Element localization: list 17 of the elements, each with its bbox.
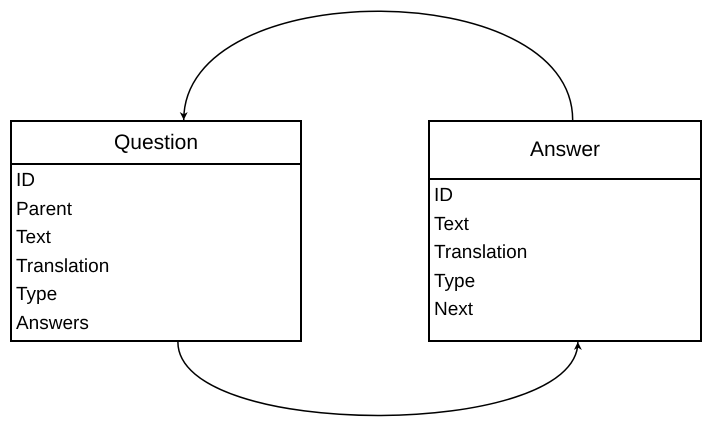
field-name: Next (434, 298, 474, 322)
entity-title: Question (12, 122, 300, 165)
curved-arrow (177, 342, 579, 416)
field-name: Translation (16, 254, 110, 278)
field-name: Type (434, 270, 476, 294)
field-name: ID (434, 184, 454, 208)
entity-box (10, 120, 302, 342)
field-name: Answers (16, 312, 90, 336)
field-name: Type (16, 283, 58, 307)
entity-box (428, 120, 702, 342)
field-name: Parent (16, 198, 73, 222)
field-name: Translation (434, 241, 528, 265)
field-name: ID (16, 169, 36, 193)
field-name: Text (16, 226, 52, 250)
curved-arrow (182, 10, 574, 120)
entity-title: Answer (430, 122, 700, 180)
field-name: Text (434, 212, 470, 236)
